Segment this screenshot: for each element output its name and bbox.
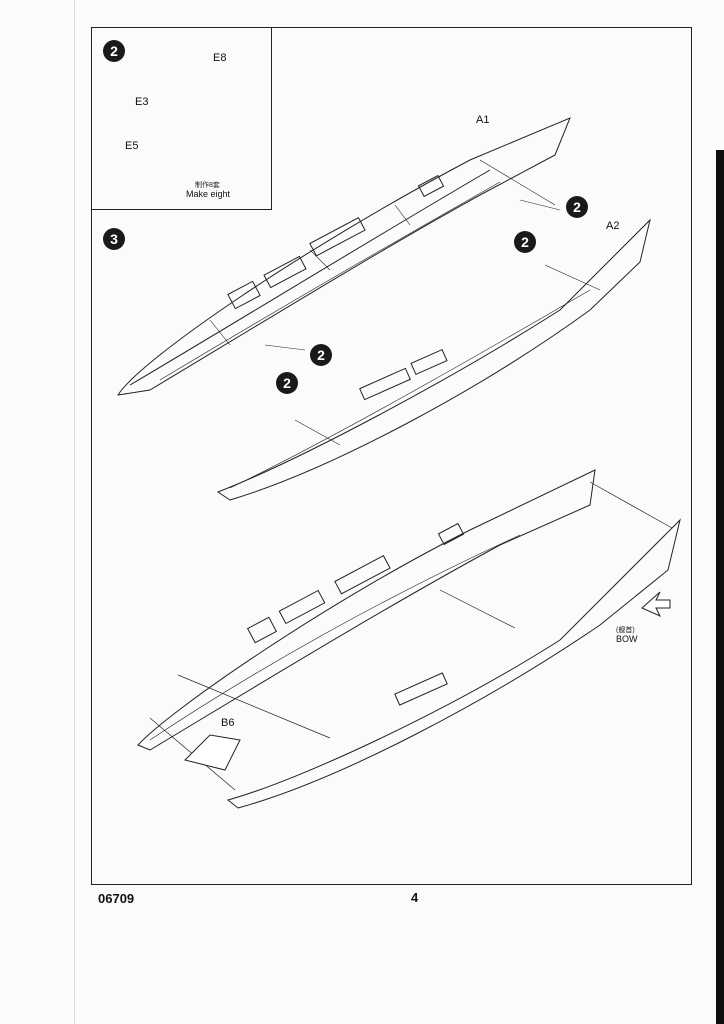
hull-assembled-lower [226,518,681,809]
label-e8: E8 [213,52,227,64]
hull-assembled-upper [137,469,596,751]
bow-label-en: BOW [616,634,638,644]
label-a1: A1 [476,114,490,126]
label-a2: A2 [606,220,620,232]
note-make-eight-en: Make eight [186,189,231,199]
bow-arrow-icon [641,591,671,618]
scan-right-edge [716,150,724,1024]
callout-step-2: 2 [566,196,588,218]
label-e3: E3 [135,96,149,108]
step-3-badge: 3 [103,228,125,250]
callout-step-2: 2 [310,344,332,366]
hull-a1-deck [129,169,491,386]
callout-step-2: 2 [514,231,536,253]
page-number: 4 [411,890,419,905]
note-make-eight-cn: 制作8套 [195,182,220,189]
hull-a1-outline [116,117,571,396]
label-e5: E5 [125,140,139,152]
product-code: 06709 [98,891,135,906]
scan-left-rule [74,0,75,1024]
bow-label-cn: (舰首) [616,627,635,634]
label-b6: B6 [221,717,235,729]
step-2-badge: 2 [103,40,125,62]
instruction-frame [91,27,692,885]
callout-step-2: 2 [276,372,298,394]
part-b6-shape [184,734,241,771]
hull-a2-outline [216,218,651,501]
